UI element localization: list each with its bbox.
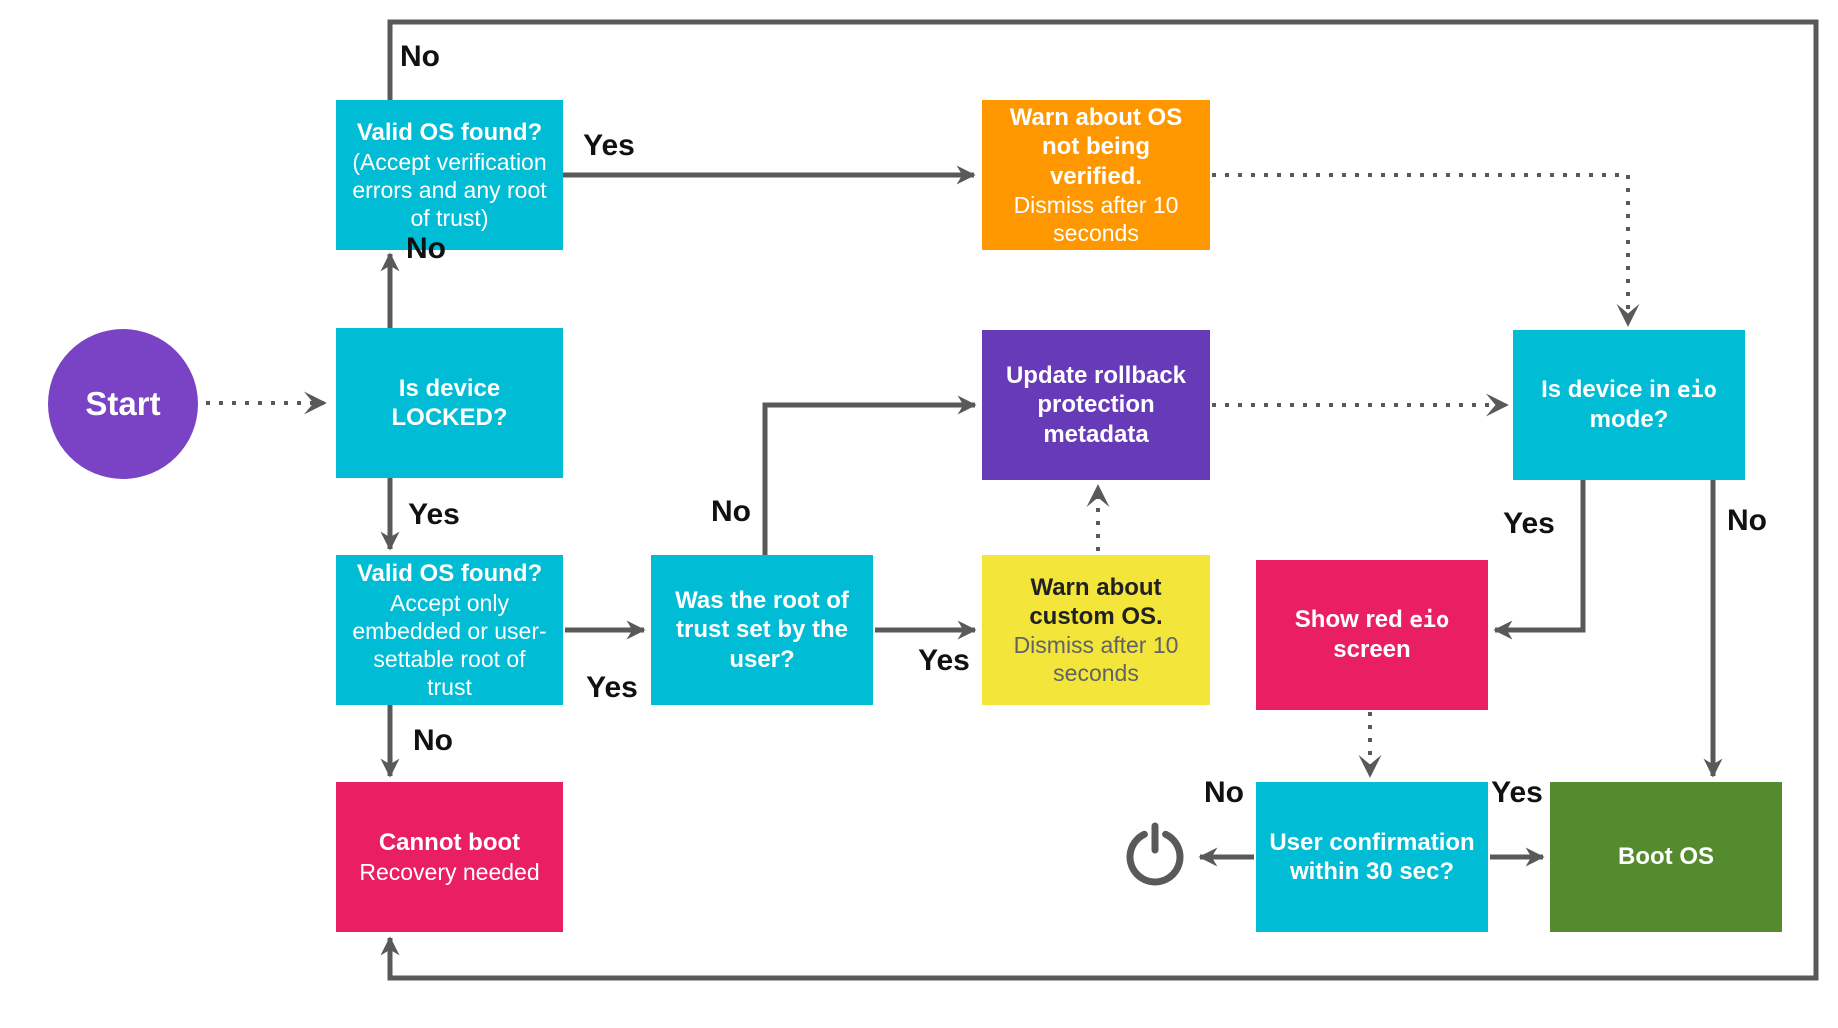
node-is-device-locked: Is device LOCKED? bbox=[336, 328, 563, 478]
edge-label-strict-no: No bbox=[413, 724, 453, 757]
node-valid-os-strict: Valid OS found? Accept only embedded or … bbox=[336, 555, 563, 705]
node-subtitle: (Accept verification errors and any root… bbox=[352, 148, 547, 231]
node-subtitle: Accept only embedded or user-settable ro… bbox=[352, 589, 547, 700]
node-title: Is device LOCKED? bbox=[391, 374, 508, 431]
start-node: Start bbox=[48, 329, 198, 479]
node-title: Show red eio screen bbox=[1268, 605, 1476, 664]
node-warn-not-verified: Warn about OS not being verified. Dismis… bbox=[982, 100, 1210, 250]
node-title: Valid OS found? bbox=[356, 560, 543, 588]
edge-label-locked-no: No bbox=[406, 232, 446, 265]
node-title: Boot OS bbox=[1618, 843, 1714, 871]
node-subtitle: Dismiss after 10 seconds bbox=[1013, 191, 1179, 246]
node-subtitle: Dismiss after 10 seconds bbox=[1013, 632, 1179, 687]
edge-label-strict-yes: Yes bbox=[586, 671, 638, 704]
power-icon bbox=[1126, 822, 1184, 886]
node-title: User confirmation within 30 sec? bbox=[1269, 828, 1475, 885]
node-title: Was the root of trust set by the user? bbox=[675, 587, 849, 673]
eio-mono-text: eio bbox=[1409, 608, 1450, 634]
node-was-root-of-trust-user: Was the root of trust set by the user? bbox=[651, 555, 873, 705]
edge-label-userconf-yes: Yes bbox=[1491, 776, 1543, 809]
edge-label-eio-no: No bbox=[1727, 504, 1767, 537]
edge-label-wasroot-yes: Yes bbox=[918, 644, 970, 677]
node-boot-os: Boot OS bbox=[1550, 782, 1782, 932]
start-label: Start bbox=[85, 385, 161, 422]
node-title: Warn about custom OS. bbox=[1029, 573, 1163, 630]
node-subtitle: Recovery needed bbox=[359, 858, 540, 885]
node-show-red-eio-screen: Show red eio screen bbox=[1256, 560, 1488, 710]
node-title: Is device in eio mode? bbox=[1525, 375, 1733, 434]
node-valid-os-any: Valid OS found? (Accept verification err… bbox=[336, 100, 563, 250]
edge-label-userconf-no: No bbox=[1204, 776, 1244, 809]
title-text: Show red bbox=[1294, 606, 1410, 634]
node-title: Cannot boot bbox=[378, 829, 521, 857]
node-cannot-boot: Cannot boot Recovery needed bbox=[336, 782, 563, 932]
edge-label-loop-no: No bbox=[400, 40, 440, 73]
title-text: screen bbox=[1333, 636, 1411, 664]
eio-mono-text: eio bbox=[1677, 378, 1717, 404]
edge-label-eio-yes: Yes bbox=[1503, 507, 1555, 540]
node-warn-custom-os: Warn about custom OS. Dismiss after 10 s… bbox=[982, 555, 1210, 705]
node-title: Valid OS found? bbox=[356, 119, 543, 147]
edge-label-wasroot-no: No bbox=[711, 495, 751, 528]
title-text: Is device in bbox=[1541, 376, 1678, 404]
node-update-rollback: Update rollback protection metadata bbox=[982, 330, 1210, 480]
node-is-device-in-eio-mode: Is device in eio mode? bbox=[1513, 330, 1745, 480]
edge-label-locked-yes: Yes bbox=[408, 498, 460, 531]
node-title: Warn about OS not being verified. bbox=[1009, 104, 1183, 190]
edge-label-valid-any-yes: Yes bbox=[583, 129, 635, 162]
title-text: mode? bbox=[1589, 406, 1669, 434]
node-user-confirmation: User confirmation within 30 sec? bbox=[1256, 782, 1488, 932]
node-title: Update rollback protection metadata bbox=[1005, 362, 1187, 448]
